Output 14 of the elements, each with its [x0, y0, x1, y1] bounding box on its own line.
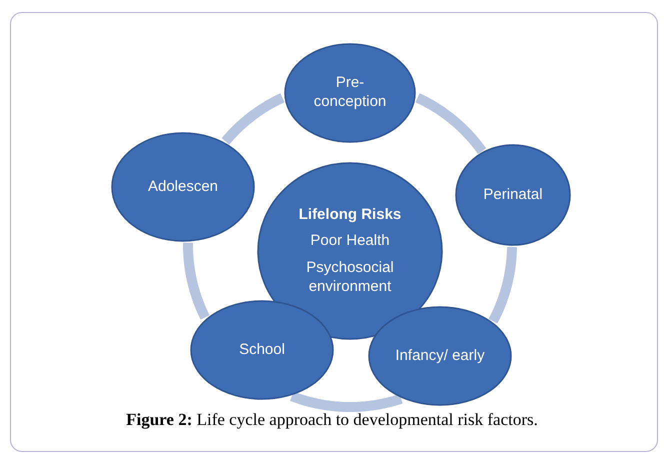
- ring-connector: [290, 392, 403, 412]
- ring-connector: [183, 240, 210, 320]
- node-heading: Lifelong Risks: [298, 206, 402, 224]
- node-label: Pre- conception: [312, 74, 388, 112]
- ring-connector: [222, 93, 286, 145]
- figure-caption: Figure 2: Life cycle approach to developmental risk factors.: [125, 410, 539, 430]
- node-label: Infancy/ early: [395, 346, 485, 366]
- ring-connector: [415, 93, 486, 154]
- ring-connector: [488, 244, 517, 324]
- node-label: Adolescen: [148, 178, 218, 196]
- node-label: Psychosocial environment: [305, 259, 395, 296]
- node-label: School: [239, 340, 285, 360]
- node-label: Perinatal: [483, 186, 543, 204]
- node-label: Poor Health: [310, 232, 390, 251]
